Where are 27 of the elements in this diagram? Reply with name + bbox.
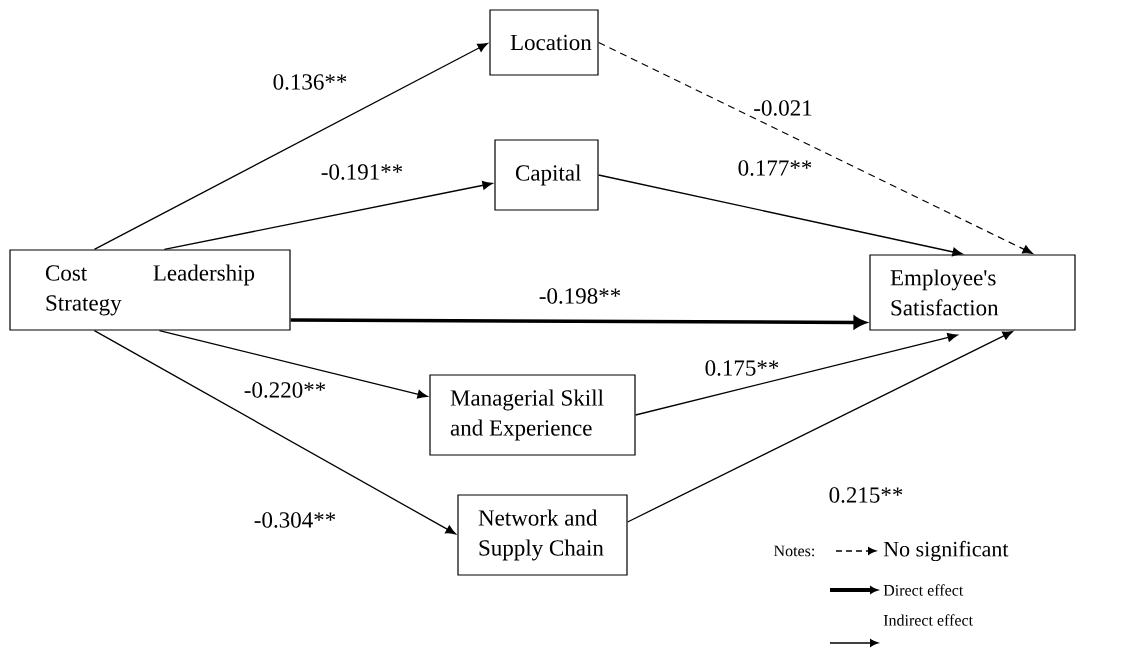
edge-label: -0.191** — [321, 164, 403, 180]
legend-label: No significant — [883, 540, 1009, 562]
edge-label: -0.220** — [244, 382, 326, 398]
arrow — [598, 41, 1033, 254]
box: Cost Leadership Strategy — [9, 249, 291, 331]
edge-label: 0.215** — [829, 487, 903, 503]
edge-label: 0.175** — [705, 360, 779, 376]
arrow — [634, 333, 958, 416]
edge-label: 0.136** — [273, 74, 347, 90]
box: Network and Supply Chain — [457, 494, 628, 576]
arrow — [93, 43, 488, 251]
box: Managerial Skill and Experience — [429, 374, 636, 456]
note-label: Notes: — [774, 545, 814, 557]
edge-label: 0.177** — [738, 160, 812, 176]
edge-label: -0.198** — [539, 288, 621, 304]
box: Location — [489, 9, 599, 76]
box: Employee's Satisfaction — [869, 254, 1076, 331]
legend-label: Indirect effect — [883, 614, 973, 626]
arrow — [626, 331, 1013, 523]
edge-label: -0.021 — [754, 100, 812, 116]
arrow — [93, 329, 456, 535]
box: Capital — [494, 139, 599, 211]
edge-label: -0.304** — [254, 512, 336, 528]
legend-label: Direct effect — [883, 584, 964, 596]
arrow — [597, 174, 963, 257]
arrow — [163, 180, 493, 251]
arrow — [158, 329, 428, 399]
